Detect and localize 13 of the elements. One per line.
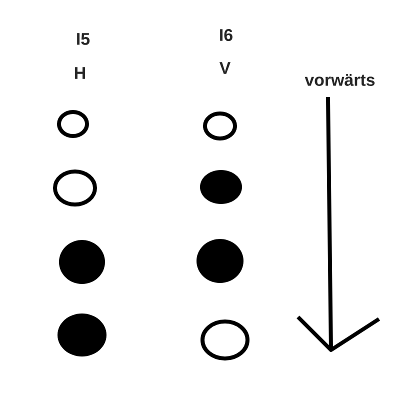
hollow-circle: [203, 112, 237, 140]
hollow-circle: [200, 320, 250, 360]
column-label: I5: [77, 33, 90, 45]
filled-circle: [58, 314, 106, 356]
direction-label: vorwärts: [304, 74, 375, 86]
filled-circle: [196, 239, 244, 283]
filled-circle: [200, 170, 242, 204]
filled-circle: [59, 240, 105, 284]
column-label: I6: [220, 29, 232, 41]
hollow-circle: [57, 110, 89, 138]
column-label: H: [75, 67, 85, 79]
hollow-circle: [53, 170, 97, 206]
column-label: V: [219, 62, 231, 74]
